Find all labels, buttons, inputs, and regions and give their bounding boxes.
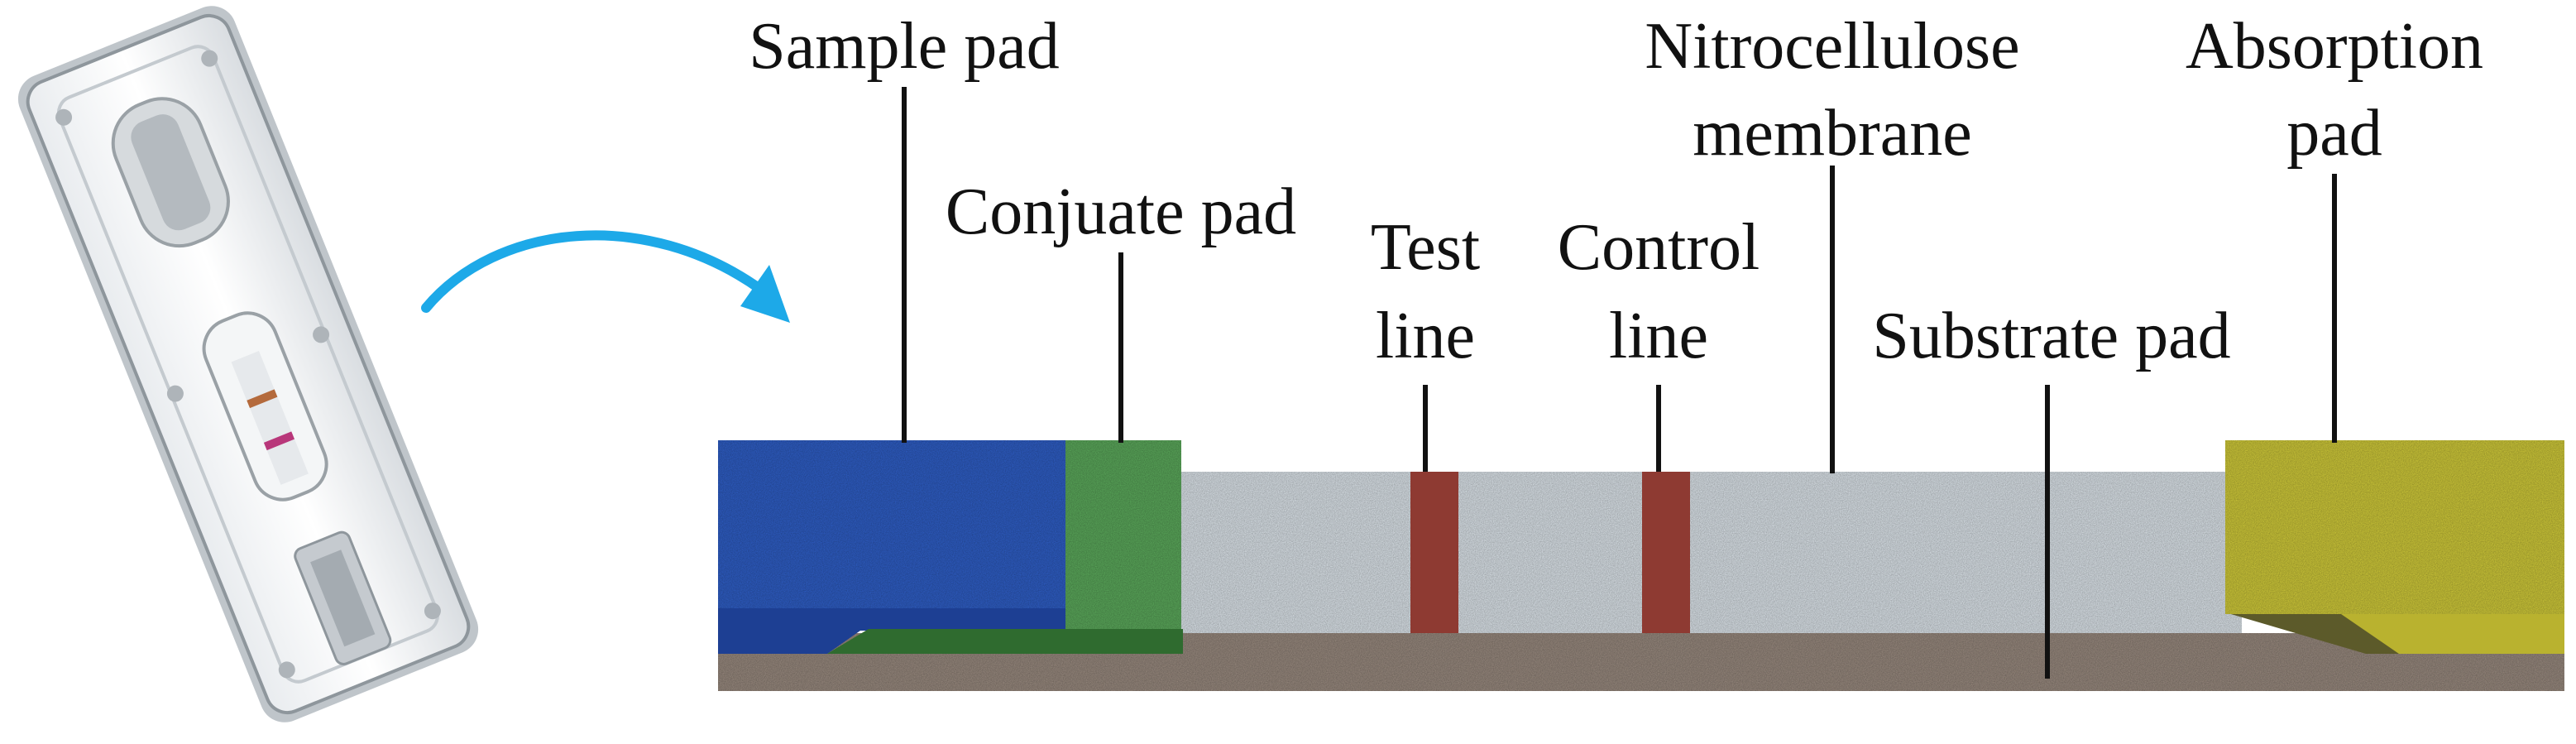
sample-pad-label: Sample pad — [749, 10, 1059, 83]
conjugate-pad-label: Conjuate pad — [946, 175, 1296, 248]
arrow-head-icon — [740, 265, 790, 323]
substrate-pad-label: Substrate pad — [1872, 300, 2230, 372]
nitrocellulose-label-2: membrane — [1693, 97, 1972, 170]
strip — [718, 440, 2564, 691]
test-line-label-2: line — [1376, 300, 1475, 372]
nitrocellulose-label-1: Nitrocellulose — [1645, 10, 2019, 83]
leader-lines — [902, 87, 2337, 679]
control-line-label-2: line — [1609, 300, 1708, 372]
test-line-label-1: Test — [1371, 211, 1480, 284]
test-line-band — [1410, 472, 1458, 633]
control-line-band — [1642, 472, 1690, 633]
curved-arrow-icon — [421, 230, 766, 313]
absorption-pad-label-1: Absorption — [2186, 10, 2483, 83]
cassette-device-icon — [17, 6, 479, 722]
absorption-pad-label-2: pad — [2286, 97, 2382, 170]
control-line-label-1: Control — [1558, 211, 1760, 284]
